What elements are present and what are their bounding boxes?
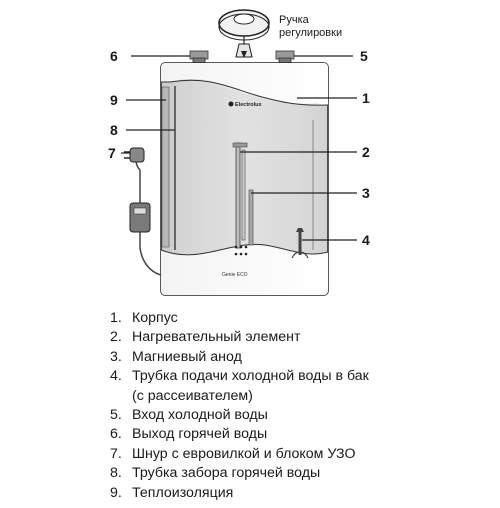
legend-text: Трубка забора горячей воды: [132, 465, 321, 482]
rcd-block: [129, 202, 151, 233]
legend-item-9: 9. Теплоизоляция: [110, 484, 369, 503]
insulation-layer: [161, 86, 170, 248]
callout-2: 2: [362, 144, 370, 160]
callout-8: 8: [110, 122, 118, 138]
legend-item-8: 8. Трубка забора горячей воды: [110, 464, 369, 483]
leader-lines: [121, 55, 357, 241]
legend-text: Трубка подачи холодной воды в бак: [132, 368, 369, 385]
cold-water-inlet: [275, 50, 295, 65]
legend-num: 2.: [110, 329, 122, 346]
euro-plug: [124, 147, 145, 163]
legend-num: 6.: [110, 426, 122, 443]
heating-element: [232, 142, 248, 249]
hot-water-outlet: [189, 50, 209, 65]
water-heater-diagram: Ручка регулировки: [108, 9, 370, 296]
callout-9: 9: [110, 92, 118, 108]
model-name: Genie ECO: [222, 272, 248, 278]
callout-6: 6: [110, 48, 118, 64]
legend-num: 4.: [110, 368, 122, 385]
legend-item-5: 5. Вход холодной воды: [110, 406, 369, 425]
legend-num: 3.: [110, 348, 122, 365]
legend-text: Вход холодной воды: [132, 407, 268, 424]
callout-7: 7: [108, 145, 116, 161]
brand-name: Electrolux: [235, 102, 263, 108]
legend-text: Нагревательный элемент: [132, 329, 301, 346]
legend-item-4-continuation: (с рассеивателем): [110, 387, 369, 406]
legend-item-4: 4. Трубка подачи холодной воды в бак: [110, 367, 369, 386]
tank-body: Electrolux Genie ECO: [160, 62, 329, 296]
knob-label-line2: регулировки: [279, 27, 342, 39]
legend-text: Корпус: [132, 310, 178, 326]
legend-num: 5.: [110, 407, 122, 424]
callout-4: 4: [362, 232, 370, 248]
legend-item-1: 1. Корпус: [110, 309, 369, 328]
control-knob: [218, 9, 270, 58]
legend-item-3: 3. Магниевый анод: [110, 348, 369, 367]
legend-text: Теплоизоляция: [132, 484, 234, 501]
legend-item-6: 6. Выход горячей воды: [110, 425, 369, 444]
legend-item-7: 7. Шнур с евровилкой и блоком УЗО: [110, 445, 369, 464]
legend-text: Магниевый анод: [132, 348, 242, 365]
legend-num: 7.: [110, 445, 122, 462]
legend-num: 8.: [110, 465, 122, 482]
legend-item-2: 2. Нагревательный элемент: [110, 328, 369, 347]
callout-3: 3: [362, 185, 370, 201]
cold-water-supply-tube: [291, 228, 309, 259]
legend-num: 1.: [110, 310, 122, 326]
callout-1: 1: [362, 90, 370, 106]
callout-5: 5: [360, 48, 368, 64]
legend-num: 9.: [110, 484, 122, 501]
indicator-dots: [234, 245, 248, 256]
power-cord: [124, 147, 162, 276]
knob-label-line1: Ручка: [279, 14, 310, 26]
legend-list: 1. Корпус 2. Нагревательный элемент 3. Магн…: [110, 309, 369, 503]
legend-text: (с рассеивателем): [132, 387, 253, 404]
legend-text: Шнур с евровилкой и блоком УЗО: [132, 445, 356, 462]
brand-logo: Electrolux: [228, 101, 263, 108]
magnesium-anode: [248, 189, 254, 246]
legend-text: Выход горячей воды: [132, 426, 268, 443]
